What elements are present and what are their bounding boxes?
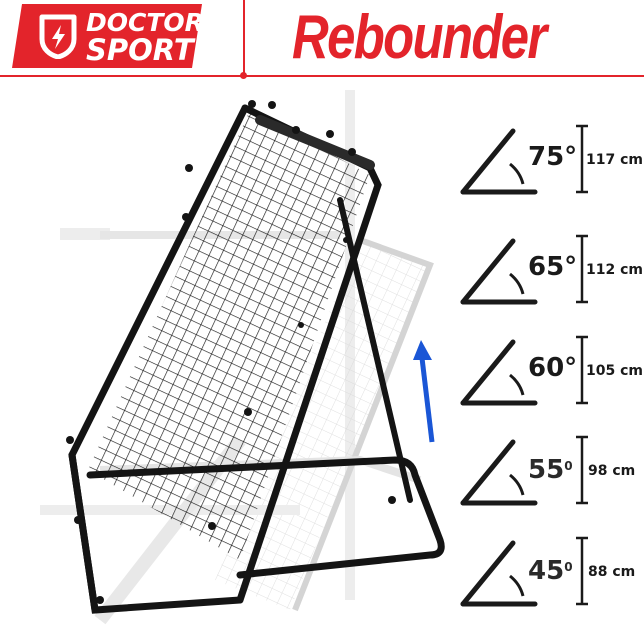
angle-icon <box>460 435 588 506</box>
rebounder-image <box>40 90 445 625</box>
frame <box>68 104 445 614</box>
angle-option-65: 65° 112 cm <box>455 222 644 322</box>
angle-height: 105 cm <box>586 363 643 379</box>
degree-mark: 0 <box>564 459 573 473</box>
angle-degrees: 550 <box>528 457 573 483</box>
header-divider-horizontal <box>0 75 644 77</box>
angle-height: 98 cm <box>588 463 636 479</box>
page-title: Rebounder <box>292 3 547 72</box>
angle-height: 117 cm <box>586 152 643 168</box>
angle-height: 88 cm <box>588 564 636 580</box>
header: DOCTOR SPORT Rebounder <box>0 0 644 79</box>
brand-line-2: SPORT <box>86 33 194 67</box>
angle-icon <box>460 234 588 305</box>
angle-icon <box>460 124 588 195</box>
brand-logo: DOCTOR SPORT <box>12 4 204 68</box>
angle-degrees: 450 <box>528 558 573 584</box>
angle-value: 55 <box>528 455 565 485</box>
angle-degrees: 60° <box>528 353 578 383</box>
angle-option-55: 550 98 cm <box>455 423 644 523</box>
brand-line-1: DOCTOR <box>86 8 204 37</box>
degree-mark: 0 <box>564 560 573 574</box>
angle-height: 112 cm <box>586 262 643 278</box>
angle-option-45: 450 88 cm <box>455 524 644 624</box>
arrow-up-icon <box>413 340 435 443</box>
angle-icon <box>460 335 588 406</box>
angle-icon <box>460 536 588 607</box>
brand-name: DOCTOR SPORT <box>86 8 204 67</box>
net-clips <box>66 100 396 604</box>
header-divider-node <box>240 72 247 79</box>
header-divider-vertical <box>243 0 245 77</box>
angle-degrees: 75° <box>528 142 578 172</box>
angle-option-75: 75° 117 cm <box>455 112 644 212</box>
angle-option-60: 60° 105 cm <box>455 323 644 423</box>
angle-degrees: 65° <box>528 252 578 282</box>
shield-lightning-icon <box>39 14 77 59</box>
angle-value: 45 <box>528 556 565 586</box>
